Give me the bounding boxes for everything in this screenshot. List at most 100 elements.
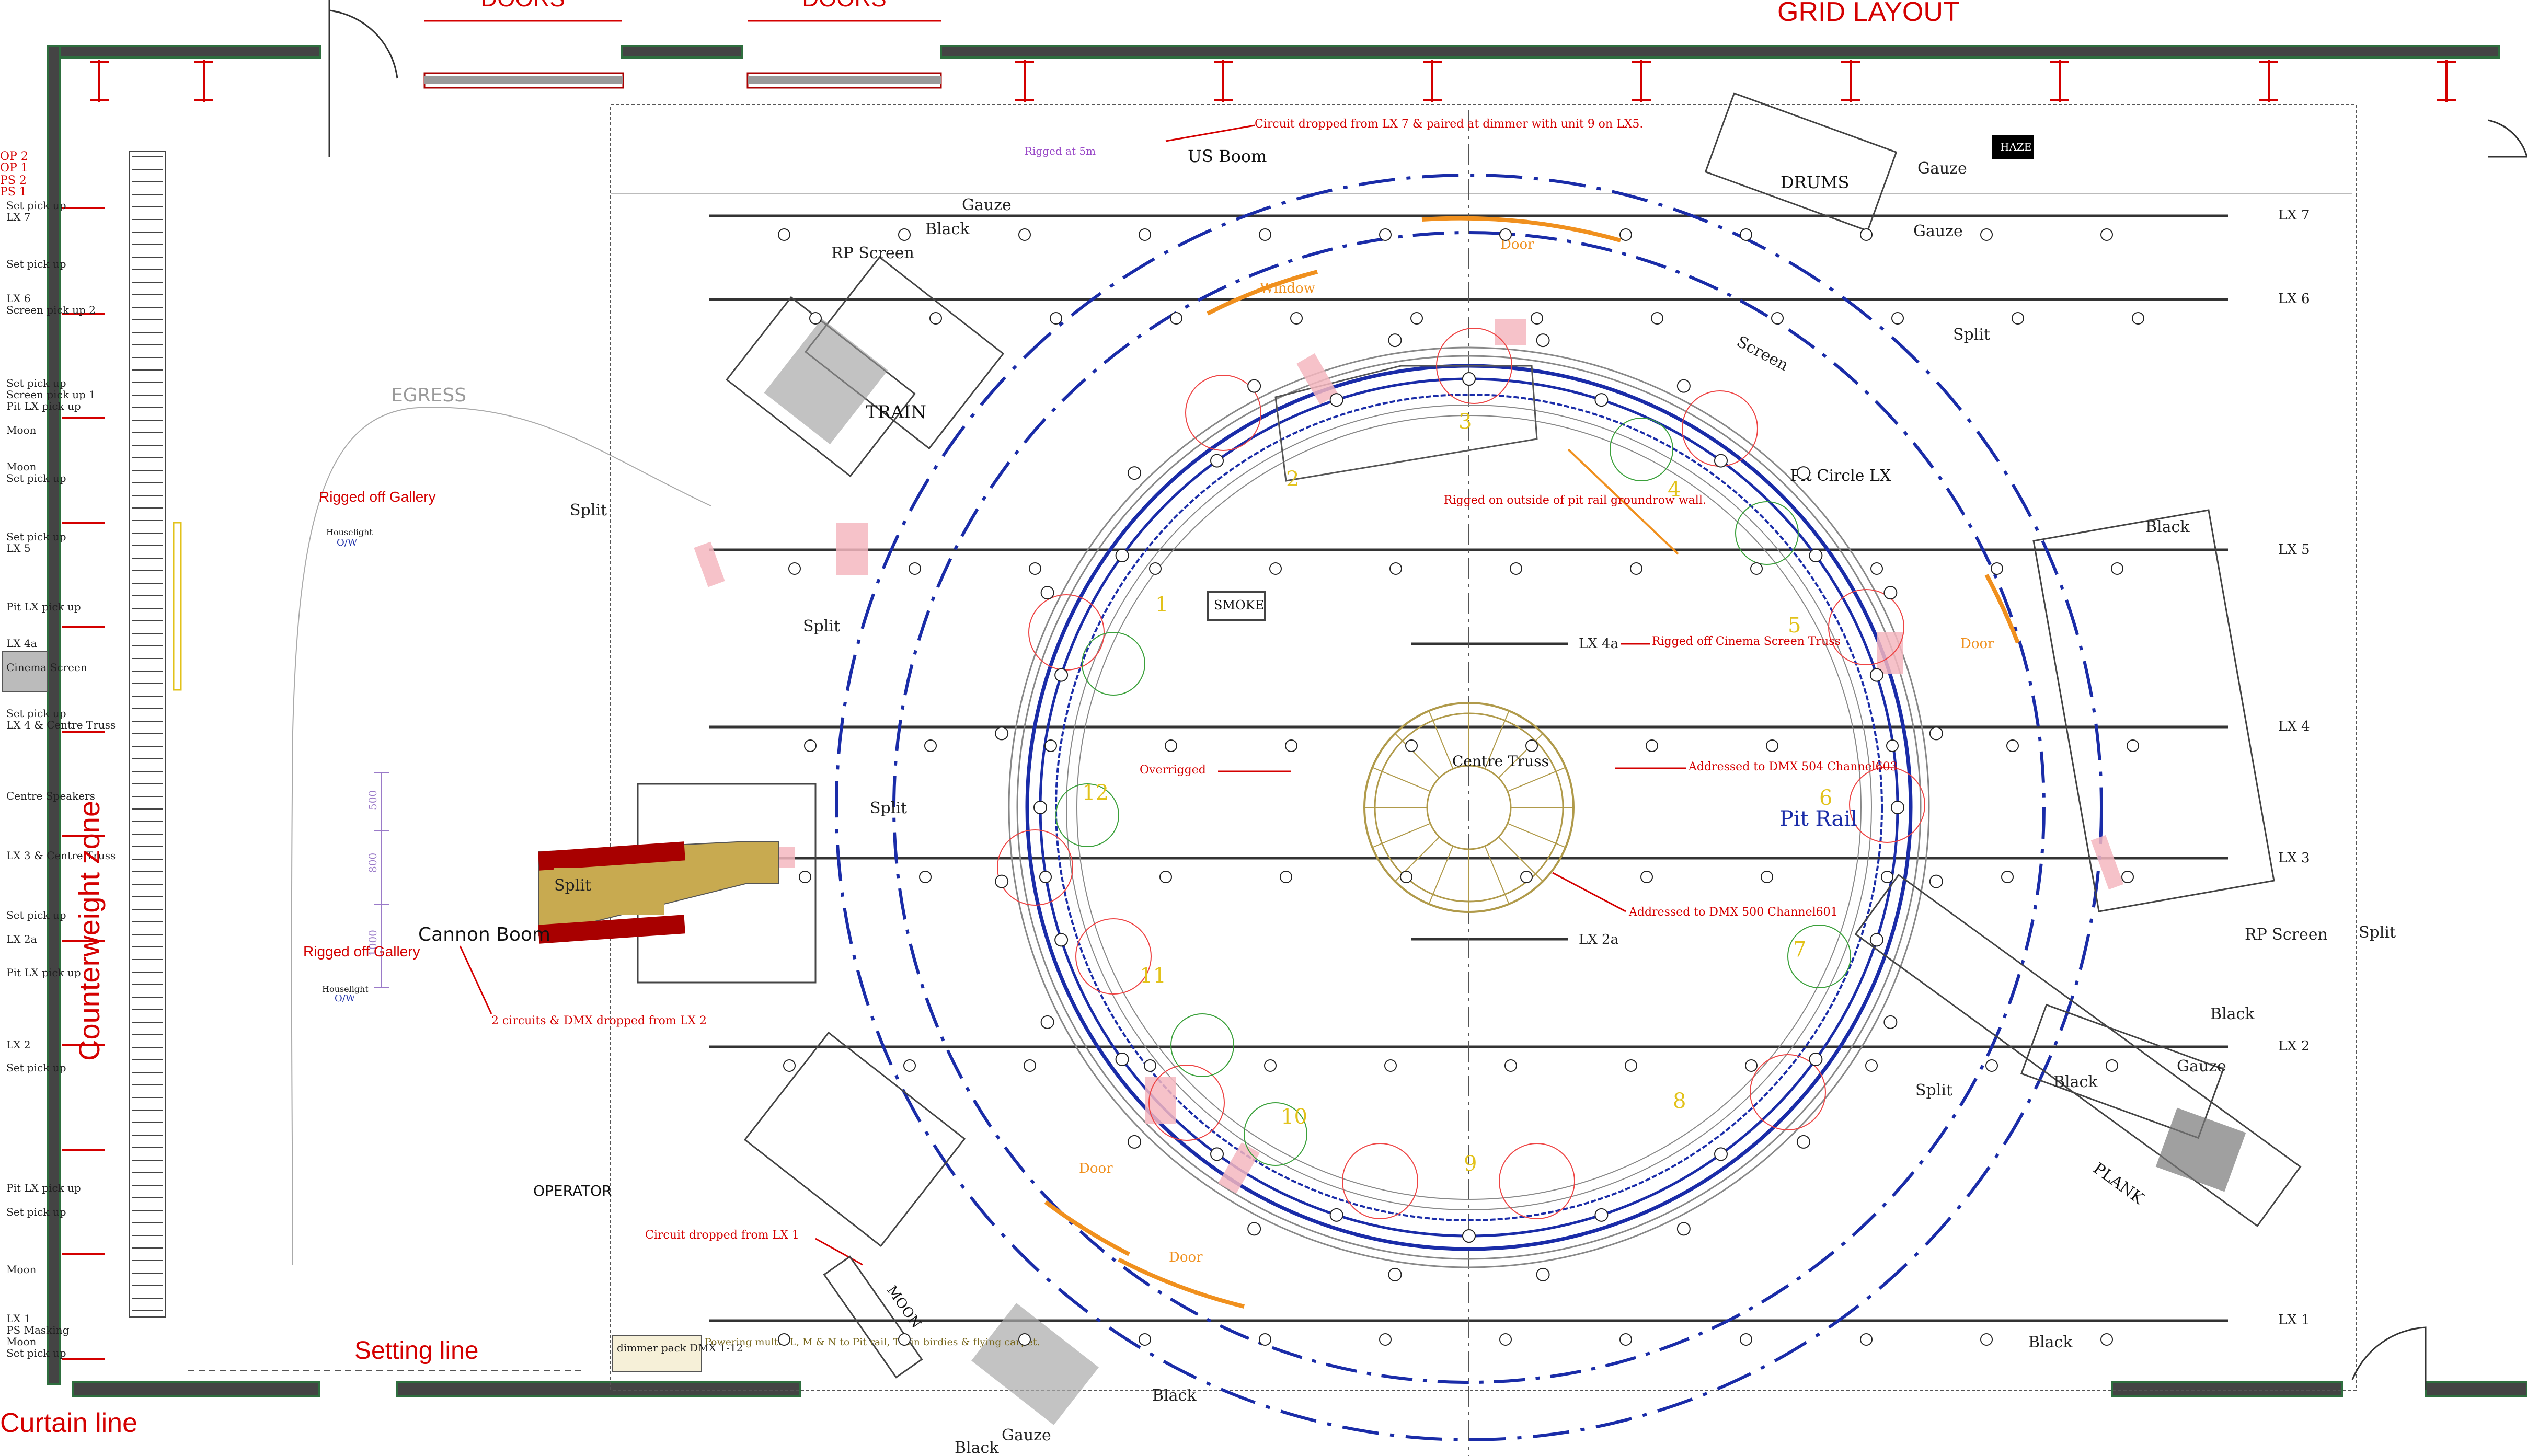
truss-spoke — [1507, 823, 1566, 848]
dim-500: 500 — [366, 790, 379, 810]
seg-12: 12 — [1082, 781, 1109, 805]
margin-label: Set pick up — [6, 1206, 66, 1218]
fixture-unit — [1646, 739, 1658, 752]
margin-label: Set pick up — [6, 707, 66, 720]
dmx500-note: Addressed to DMX 500 Channel601 — [1628, 906, 1838, 919]
fixture-unit — [1625, 1059, 1637, 1072]
moon-label: MOON — [883, 1283, 924, 1332]
fixture-unit — [1259, 1333, 1271, 1346]
fixture-unit — [1676, 379, 1691, 393]
smoke-label: SMOKE — [1214, 598, 1264, 613]
fixture-unit — [1929, 726, 1943, 741]
fixture-unit — [1159, 871, 1172, 883]
truss-spoke — [1428, 710, 1454, 769]
cannon-note: 2 circuits & DMX dropped from LX 2 — [491, 1014, 707, 1027]
fixture-unit — [1809, 549, 1823, 563]
fixture-unit — [1400, 871, 1412, 883]
fixture-unit — [1929, 874, 1943, 888]
fixture-unit — [1050, 312, 1062, 325]
fixture-unit — [2012, 312, 2024, 325]
fixture-unit — [1796, 466, 1810, 480]
fixture-unit — [1024, 1059, 1036, 1072]
fixture-unit — [1128, 1135, 1142, 1149]
dimmer-pack-box — [612, 1335, 702, 1372]
fixture-unit — [898, 1333, 911, 1346]
margin-label: Moon — [6, 1335, 37, 1348]
margin-label: Moon — [6, 1263, 37, 1276]
seg-9: 9 — [1464, 1152, 1477, 1176]
segment-numbers: 1 2 3 4 5 6 7 8 9 10 11 12 — [1082, 410, 1832, 1176]
fixture-unit — [1536, 333, 1550, 348]
fixture-unit — [1860, 1333, 1873, 1346]
fixture-unit — [1499, 1333, 1512, 1346]
fixture-unit — [1745, 1059, 1758, 1072]
fixture-unit — [1054, 933, 1069, 947]
margin-label: Centre Speakers — [6, 790, 95, 802]
fixture-unit — [1040, 586, 1054, 600]
fixture-unit — [804, 739, 817, 752]
fixture-unit — [1018, 1333, 1031, 1346]
margin-label: Screen pick up 1 — [6, 388, 96, 401]
lx7-note-arrow — [1165, 124, 1255, 142]
fixture-unit — [1771, 312, 1784, 325]
centre-truss-label: Centre Truss — [1452, 753, 1549, 770]
top-doors: DOORS DOORS — [328, 0, 942, 157]
fixture-unit — [1886, 739, 1899, 752]
fixture-unit — [1033, 801, 1047, 814]
rigged-gallery-upper: Rigged off Gallery — [319, 489, 436, 505]
pink-highlights — [694, 319, 2124, 1194]
fixture-unit — [1149, 562, 1162, 575]
margin-label: LX 7 — [6, 211, 31, 223]
gauze-label-top: Gauze — [1917, 159, 1967, 178]
pipe-lx3: LX 3 — [2278, 850, 2310, 866]
truss-spoke — [1484, 710, 1510, 769]
fixture-unit — [1766, 739, 1778, 752]
fixture-unit — [1750, 562, 1763, 575]
rp-screen-shading — [2155, 1107, 2246, 1192]
split-label-2: Split — [803, 617, 840, 635]
groundrow-note: Rigged on outside of pit rail groundrow … — [1444, 494, 1706, 507]
fixture-unit — [1269, 562, 1282, 575]
black-label-3: Black — [2210, 1005, 2255, 1023]
truss-spoke — [1498, 836, 1544, 882]
door-label-bottom: Door — [1169, 1250, 1203, 1265]
fixture-unit — [2106, 1059, 2118, 1072]
pipe-lx2a: LX 2a — [1579, 932, 1618, 947]
fixture-unit — [924, 739, 937, 752]
truss-spoke — [1394, 733, 1440, 779]
fixture-unit — [1870, 562, 1883, 575]
margin-label: Set pick up — [6, 472, 66, 484]
black-label-1: Black — [925, 220, 970, 238]
fixture-unit — [1619, 228, 1632, 241]
margin-label: LX 1 — [6, 1312, 31, 1325]
fixture-unit — [1740, 228, 1752, 241]
dmx504-note: Addressed to DMX 504 Channel603 — [1688, 760, 1898, 773]
haze-label: HAZE — [2000, 141, 2031, 153]
fixture-unit — [788, 562, 801, 575]
door-label-bl: Door — [1079, 1161, 1113, 1176]
fixture-unit — [1525, 739, 1538, 752]
fixture-unit — [1170, 312, 1182, 325]
fixture-unit — [2121, 871, 2134, 883]
fixture-unit — [1410, 312, 1423, 325]
setting-line-label: Setting line — [354, 1337, 479, 1365]
fixture-unit — [1520, 871, 1533, 883]
fixture-unit — [1761, 871, 1773, 883]
seg-11: 11 — [1140, 964, 1166, 988]
us-boom-label: US Boom — [1188, 146, 1267, 166]
fixture-unit — [1881, 871, 1893, 883]
fixture-unit — [898, 228, 911, 241]
pipe-lx2: LX 2 — [2278, 1038, 2310, 1054]
fixture-unit — [1536, 1267, 1550, 1281]
fixture-unit — [1115, 549, 1129, 563]
fixture-unit — [1985, 1059, 1998, 1072]
fixture-unit — [1740, 1333, 1752, 1346]
seg-2: 2 — [1286, 467, 1299, 491]
ow-upper: O/W — [337, 537, 358, 548]
train-shading — [764, 318, 888, 445]
fixture-unit — [1165, 739, 1177, 752]
seg-1: 1 — [1155, 593, 1168, 617]
margin-label: LX 4 & Centre Truss — [6, 719, 116, 731]
rigged-5m: Rigged at 5m — [1025, 145, 1096, 157]
fixture-unit — [2127, 739, 2139, 752]
